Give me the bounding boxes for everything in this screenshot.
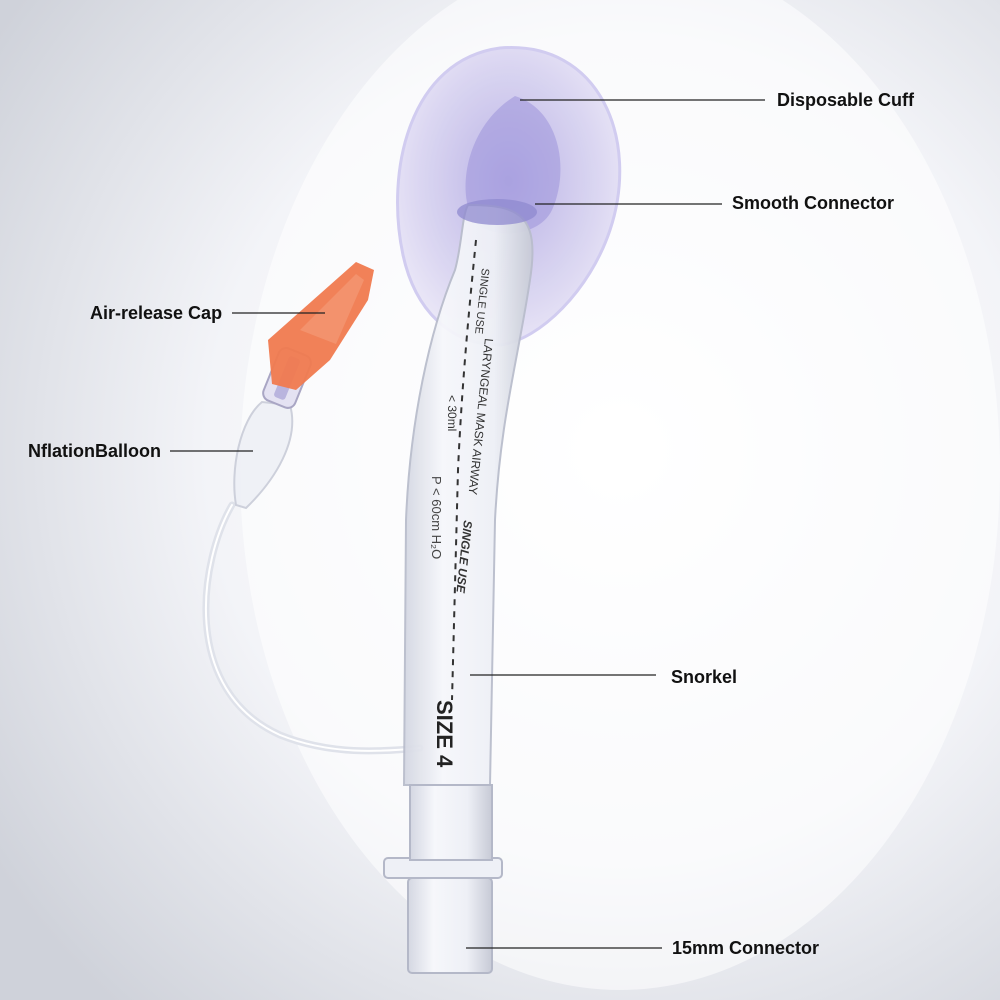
air-release-cap-shade xyxy=(300,274,364,344)
tube-print-size: SIZE 4 xyxy=(432,700,457,768)
inflation-balloon xyxy=(233,400,294,510)
connector-15mm-body xyxy=(409,784,493,861)
snorkel-tube xyxy=(402,203,534,786)
tube-dashed-line xyxy=(451,239,477,701)
pilot-tube-highlight xyxy=(204,504,421,752)
cuff-inner xyxy=(465,96,561,234)
smooth-connector-ring xyxy=(457,199,537,225)
label-inflation-balloon: NflationBalloon xyxy=(28,441,161,461)
label-air-release-cap: Air-release Cap xyxy=(90,303,223,323)
label-smooth-connector: Smooth Connector xyxy=(732,193,894,213)
label-snorkel: Snorkel xyxy=(671,667,738,687)
tube-print-line4: P < 60cm H₂O xyxy=(429,476,444,559)
connector-15mm-tip xyxy=(407,877,493,974)
label-15mm-connector: 15mm Connector xyxy=(672,938,820,958)
tube-print-line3: < 30ml xyxy=(445,395,459,431)
label-disposable-cuff: Disposable Cuff xyxy=(777,90,915,110)
